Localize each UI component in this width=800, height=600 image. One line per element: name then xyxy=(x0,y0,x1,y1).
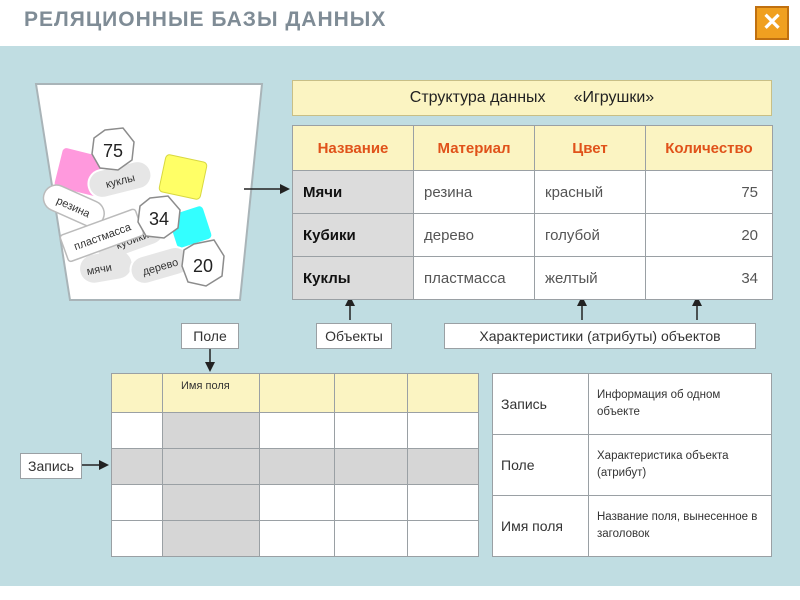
attributes-label: Характеристики (атрибуты) объектов xyxy=(444,323,756,349)
table-row: Кубики дерево голубой 20 xyxy=(292,213,773,257)
badge-34: 34 xyxy=(137,195,181,239)
badge-75: 75 xyxy=(91,127,135,171)
balls-piece: мячи xyxy=(80,250,132,283)
objects-label: Объекты xyxy=(316,323,392,349)
field-name-text: Имя поля xyxy=(181,380,230,392)
yellow-piece xyxy=(158,154,208,200)
badge-34-text: 34 xyxy=(149,209,169,229)
schematic-header-row: Имя поля xyxy=(111,373,479,413)
schematic-field-cell xyxy=(162,484,260,521)
cell-color: красный xyxy=(534,170,646,214)
schematic-cell xyxy=(259,412,335,449)
definitions-table: Запись Информация об одном объекте Поле … xyxy=(492,373,772,557)
schematic-cell xyxy=(111,373,163,413)
bottom-strip xyxy=(0,586,800,600)
wood-piece: дерево xyxy=(129,246,191,285)
field-label: Поле xyxy=(181,323,239,349)
badge-75-text: 75 xyxy=(103,141,123,161)
schematic-cell xyxy=(334,412,408,449)
definition-text: Название поля, вынесенное в заголовок xyxy=(588,495,772,557)
cell-material: пластмасса xyxy=(413,256,535,300)
schematic-record-cell xyxy=(407,448,479,485)
schematic-record-cell xyxy=(162,448,260,485)
structure-title-name: «Игрушки» xyxy=(573,89,655,106)
schematic-cell xyxy=(259,484,335,521)
record-label: Запись xyxy=(20,453,82,479)
schematic-row xyxy=(111,520,479,557)
schematic-field-cell xyxy=(162,412,260,449)
schematic-cell xyxy=(407,520,479,557)
badge-20-text: 20 xyxy=(193,256,213,276)
cell-name: Куклы xyxy=(292,256,414,300)
page-title: РЕЛЯЦИОННЫЕ БАЗЫ ДАННЫХ xyxy=(24,8,387,31)
cell-material: резина xyxy=(413,170,535,214)
schematic-record-cell xyxy=(111,448,163,485)
balls-text: мячи xyxy=(86,262,113,278)
definition-text: Информация об одном объекте xyxy=(588,373,772,435)
table-row: Мячи резина красный 75 xyxy=(292,170,773,214)
schematic-cell xyxy=(111,520,163,557)
schematic-record-row xyxy=(111,448,479,485)
schematic-field-cell xyxy=(162,520,260,557)
cell-quantity: 20 xyxy=(645,213,773,257)
schematic-cell xyxy=(407,484,479,521)
cell-quantity: 75 xyxy=(645,170,773,214)
definition-term: Запись xyxy=(492,373,589,435)
definition-term: Имя поля xyxy=(492,495,589,557)
schematic-cell xyxy=(407,373,479,413)
col-name-header: Название xyxy=(292,125,414,171)
schematic-record-cell xyxy=(259,448,335,485)
table-row: Куклы пластмасса желтый 34 xyxy=(292,256,773,300)
schematic-cell xyxy=(111,412,163,449)
structure-title: Структура данных «Игрушки» xyxy=(292,80,772,116)
schematic-row xyxy=(111,484,479,521)
cell-color: голубой xyxy=(534,213,646,257)
field-schematic-table: Имя поля xyxy=(111,373,479,557)
cell-material: дерево xyxy=(413,213,535,257)
structure-title-text: Структура данных xyxy=(409,89,546,106)
schematic-cell xyxy=(259,373,335,413)
close-button[interactable]: ✕ xyxy=(755,6,789,40)
schematic-cell xyxy=(334,484,408,521)
close-icon: ✕ xyxy=(761,9,783,36)
header-bar: РЕЛЯЦИОННЫЕ БАЗЫ ДАННЫХ ✕ xyxy=(0,0,800,46)
definition-row: Поле Характеристика объекта (атрибут) xyxy=(492,434,772,496)
schematic-cell xyxy=(334,520,408,557)
cell-color: желтый xyxy=(534,256,646,300)
col-material-header: Материал xyxy=(413,125,535,171)
cell-name: Мячи xyxy=(292,170,414,214)
toys-table: Название Материал Цвет Количество Мячи р… xyxy=(292,125,773,300)
col-quantity-header: Количество xyxy=(645,125,773,171)
badge-20: 20 xyxy=(181,239,225,287)
col-color-header: Цвет xyxy=(534,125,646,171)
schematic-field-name-cell: Имя поля xyxy=(162,373,260,413)
table-header-row: Название Материал Цвет Количество xyxy=(292,125,773,171)
schematic-row xyxy=(111,412,479,449)
definition-text: Характеристика объекта (атрибут) xyxy=(588,434,772,496)
definition-term: Поле xyxy=(492,434,589,496)
schematic-cell xyxy=(111,484,163,521)
schematic-cell xyxy=(407,412,479,449)
schematic-cell xyxy=(334,373,408,413)
schematic-cell xyxy=(259,520,335,557)
schematic-record-cell xyxy=(334,448,408,485)
definition-row: Запись Информация об одном объекте xyxy=(492,373,772,435)
cell-name: Кубики xyxy=(292,213,414,257)
dolls-piece: куклы xyxy=(87,160,153,199)
cell-quantity: 34 xyxy=(645,256,773,300)
definition-row: Имя поля Название поля, вынесенное в заг… xyxy=(492,495,772,557)
